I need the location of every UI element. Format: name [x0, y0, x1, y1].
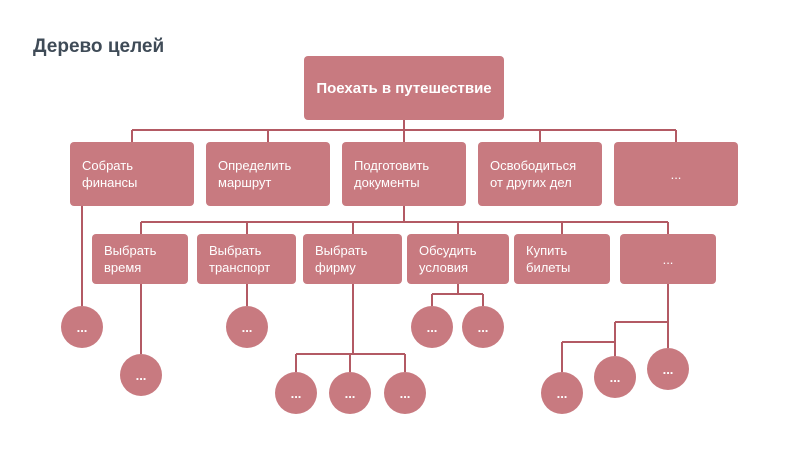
goal-free-from-other-tasks: Освободиться от других дел [478, 142, 602, 206]
subgoal-buy-tickets: Купить билеты [514, 234, 610, 284]
leaf-transport: ... [226, 306, 268, 348]
subgoal-choose-time: Выбрать время [92, 234, 188, 284]
goal-more-level1: ... [614, 142, 738, 206]
leaf-firm-3: ... [384, 372, 426, 414]
leaf-time: ... [120, 354, 162, 396]
goal-root: Поехать в путешествие [304, 56, 504, 120]
goal-prepare-documents: Подготовить документы [342, 142, 466, 206]
connector-documents [140, 206, 669, 234]
leaf-conditions-2: ... [462, 306, 504, 348]
leaf-firm-2: ... [329, 372, 371, 414]
subgoal-choose-firm: Выбрать фирму [303, 234, 402, 284]
goal-collect-finances: Собрать финансы [70, 142, 194, 206]
connector-firm [295, 284, 406, 372]
leaf-conditions-1: ... [411, 306, 453, 348]
subgoal-more: ... [620, 234, 716, 284]
connector-conditions [431, 284, 484, 306]
connector-more [561, 284, 669, 372]
subgoal-discuss-conditions: Обсудить условия [407, 234, 509, 284]
goal-define-route: Определить маршрут [206, 142, 330, 206]
page-title: Дерево целей [33, 36, 165, 57]
connector-root [131, 120, 677, 142]
subgoal-choose-transport: Выбрать транспорт [197, 234, 296, 284]
leaf-more-2: ... [594, 356, 636, 398]
leaf-more-3: ... [647, 348, 689, 390]
leaf-finances: ... [61, 306, 103, 348]
leaf-firm-1: ... [275, 372, 317, 414]
leaf-more-1: ... [541, 372, 583, 414]
